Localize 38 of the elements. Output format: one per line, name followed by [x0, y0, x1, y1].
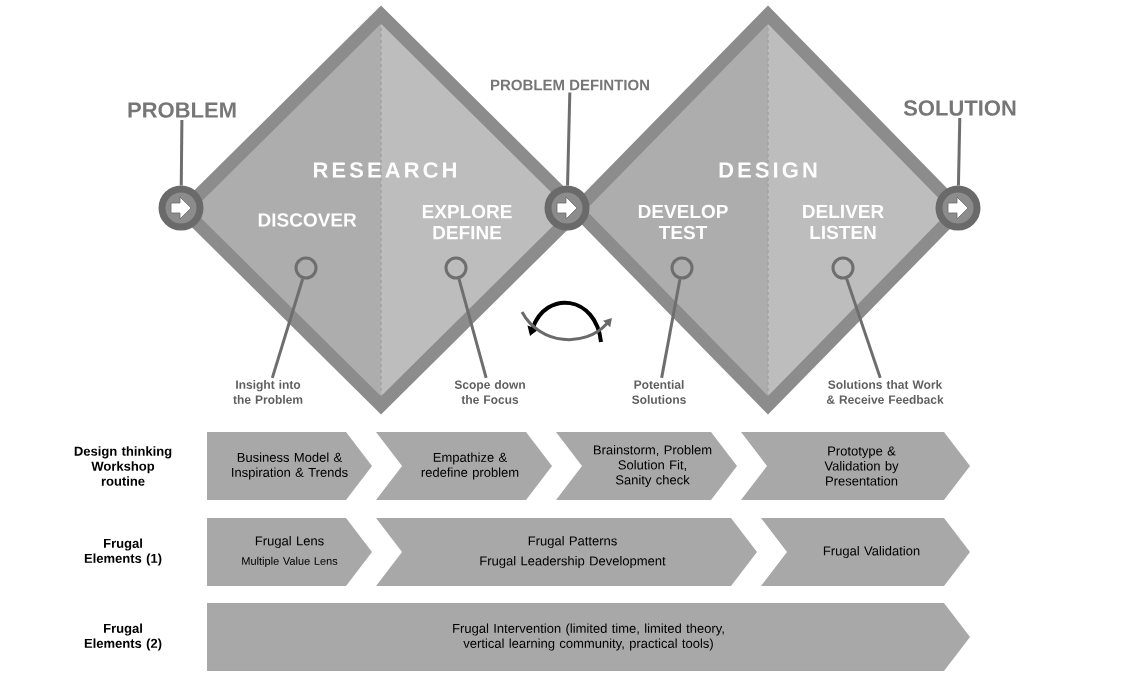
row-header: Design thinking Workshop routine: [74, 446, 172, 486]
callout-text: Insight into the Problem: [233, 380, 303, 404]
callout-text: Potential Solutions: [632, 380, 686, 404]
arrow-circle-icon: [935, 185, 981, 231]
phase-title: RESEARCH: [313, 162, 456, 178]
chevron-step: Frugal Patterns Frugal Leadership Development: [376, 518, 757, 586]
leader-line: [457, 278, 488, 379]
chevron-step: Business Model & Inspiration & Trends: [207, 432, 372, 500]
arrow-circle-icon: [544, 185, 590, 231]
leader-line: [956, 117, 962, 186]
top-label: PROBLEM DEFINTION: [491, 79, 649, 91]
phase-title: DESIGN: [719, 162, 817, 178]
chevron-step: Brainstorm, Problem Solution Fit, Sanity check: [556, 432, 737, 500]
chevron-step: Frugal Intervention (limited time, limited theory, vertical learning community, practical tools): [207, 603, 970, 671]
leader-line: [179, 119, 184, 186]
phase-label: DELIVER LISTEN: [803, 204, 884, 240]
top-label: PROBLEM: [128, 102, 236, 118]
chevron-step: Empathize & redefine problem: [376, 432, 552, 500]
leader-line: [660, 279, 682, 379]
chevron-step: Frugal Validation: [761, 518, 970, 586]
leader-line: [270, 278, 305, 379]
marker-circle: [294, 256, 318, 280]
leader-line: [566, 92, 572, 186]
row-header: Frugal Elements (2): [84, 623, 162, 651]
marker-circle: [444, 256, 468, 280]
callout-text: Solutions that Work & Receive Feedback: [826, 380, 944, 404]
marker-circle: [831, 256, 855, 280]
callout-text: Scope down the Focus: [454, 380, 525, 404]
top-label: SOLUTION: [903, 100, 1016, 116]
chevron-step: Prototype & Validation by Presentation: [741, 432, 970, 500]
leader-line: [845, 278, 882, 379]
arrow-circle-icon: [158, 185, 204, 231]
row-header: Frugal Elements (1): [84, 538, 162, 566]
chevron-step: Frugal Lens Multiple Value Lens: [207, 518, 372, 586]
phase-label: DISCOVER: [258, 213, 357, 227]
marker-circle: [670, 256, 694, 280]
phase-label: EXPLORE DEFINE: [422, 204, 512, 240]
phase-label: DEVELOP TEST: [638, 204, 728, 240]
